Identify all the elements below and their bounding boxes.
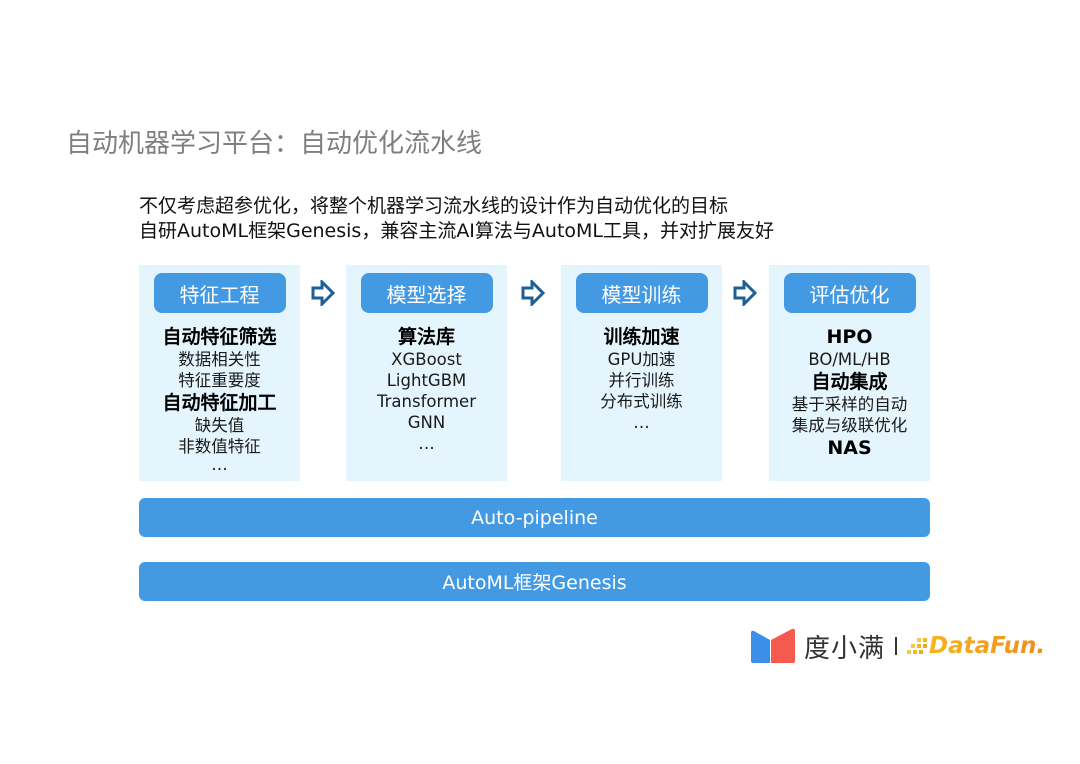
stage-line: … — [633, 413, 650, 432]
stage-line: 非数值特征 — [178, 437, 261, 456]
slide-title: 自动机器学习平台：自动优化流水线 — [66, 129, 483, 159]
stage-line: 自动集成 — [811, 371, 888, 393]
stage-line: 数据相关性 — [178, 350, 261, 369]
stage-model-training: 模型训练 训练加速 GPU加速 并行训练 分布式训练 … — [561, 265, 722, 481]
stage-header: 模型选择 — [360, 273, 493, 313]
stage-line: LightGBM — [386, 371, 467, 390]
duxiaoman-logo-text: 度小满 — [804, 633, 886, 664]
right-arrow-icon — [733, 280, 757, 306]
stage-line: 训练加速 — [603, 326, 680, 348]
stage-line: 特征重要度 — [178, 371, 261, 390]
right-arrow-icon — [311, 280, 335, 306]
subtitle-line-2: 自研AutoML框架Genesis，兼容主流AI算法与AutoML工具，并对扩展… — [139, 220, 775, 242]
slide-subtitle: 不仅考虑超参优化，将整个机器学习流水线的设计作为自动优化的目标 自研AutoML… — [139, 194, 774, 244]
duxiaoman-logo-icon — [751, 628, 795, 663]
stage-line: 并行训练 — [608, 371, 675, 390]
logo-divider — [895, 637, 898, 655]
stage-line: 基于采样的自动 — [791, 395, 908, 414]
stage-line: 分布式训练 — [600, 392, 683, 411]
stage-body: 训练加速 GPU加速 并行训练 分布式训练 … — [561, 325, 722, 433]
stage-header: 评估优化 — [783, 273, 916, 313]
datafun-dots-icon — [907, 638, 928, 654]
datafun-logo-text: DataFun. — [929, 633, 1046, 659]
auto-pipeline-bar: Auto-pipeline — [139, 498, 930, 537]
stage-line: GNN — [407, 413, 446, 432]
right-arrow-icon — [521, 280, 545, 306]
stage-body: 自动特征筛选 数据相关性 特征重要度 自动特征加工 缺失值 非数值特征 … — [139, 325, 300, 473]
stage-line: 自动特征筛选 — [162, 326, 277, 348]
stage-line: 集成与级联优化 — [791, 416, 908, 435]
stage-line: XGBoost — [391, 350, 462, 369]
stage-header: 模型训练 — [575, 273, 708, 313]
stage-line: Transformer — [376, 392, 476, 411]
stage-feature-engineering: 特征工程 自动特征筛选 数据相关性 特征重要度 自动特征加工 缺失值 非数值特征… — [139, 265, 300, 481]
footer-logos: 度小满 DataFun. — [750, 626, 1045, 666]
genesis-framework-bar: AutoML框架Genesis — [139, 562, 930, 601]
stage-line: … — [418, 434, 435, 453]
stage-model-selection: 模型选择 算法库 XGBoost LightGBM Transformer GN… — [346, 265, 507, 481]
stage-line: GPU加速 — [607, 350, 676, 369]
stage-body: 算法库 XGBoost LightGBM Transformer GNN … — [346, 325, 507, 454]
stage-line: HPO — [826, 326, 873, 348]
subtitle-line-1: 不仅考虑超参优化，将整个机器学习流水线的设计作为自动优化的目标 — [139, 195, 729, 217]
stage-line: 算法库 — [397, 326, 455, 348]
stage-line: … — [211, 455, 228, 474]
stage-line: 缺失值 — [194, 416, 245, 435]
stage-line: BO/ML/HB — [808, 350, 891, 369]
stage-body: HPO BO/ML/HB 自动集成 基于采样的自动 集成与级联优化 NAS — [769, 325, 930, 460]
stage-line: 自动特征加工 — [162, 392, 277, 414]
stage-evaluation-optimization: 评估优化 HPO BO/ML/HB 自动集成 基于采样的自动 集成与级联优化 N… — [769, 265, 930, 481]
stage-header: 特征工程 — [153, 273, 286, 313]
stage-line: NAS — [827, 437, 872, 459]
